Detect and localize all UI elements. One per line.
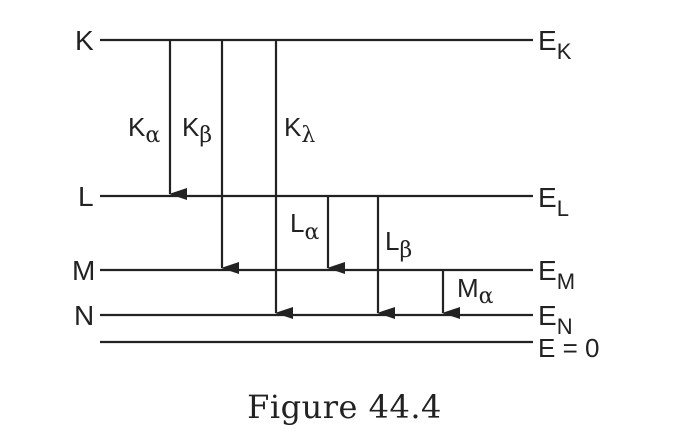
energy-label-l: EL bbox=[538, 182, 569, 221]
transition-label-m-alpha: Mα bbox=[457, 273, 494, 309]
energy-label-k: EK bbox=[538, 25, 572, 64]
level-label-l: L bbox=[78, 181, 94, 212]
transition-label-l-beta: Lβ bbox=[385, 226, 412, 263]
energy-label-m: EM bbox=[538, 255, 575, 294]
level-label-k: K bbox=[75, 25, 94, 56]
transition-label-k-alpha: Kα bbox=[128, 112, 160, 148]
transition-label-k-lambda: Kλ bbox=[284, 112, 315, 148]
energy-label-zero: E = 0 bbox=[538, 333, 599, 363]
transition-label-l-alpha: Lα bbox=[290, 208, 319, 245]
level-label-m: M bbox=[72, 255, 95, 286]
energy-label-n: EN bbox=[538, 300, 573, 339]
transition-label-k-beta: Kβ bbox=[182, 112, 212, 148]
level-label-n: N bbox=[74, 300, 94, 331]
figure-caption: Figure 44.4 bbox=[247, 388, 442, 426]
